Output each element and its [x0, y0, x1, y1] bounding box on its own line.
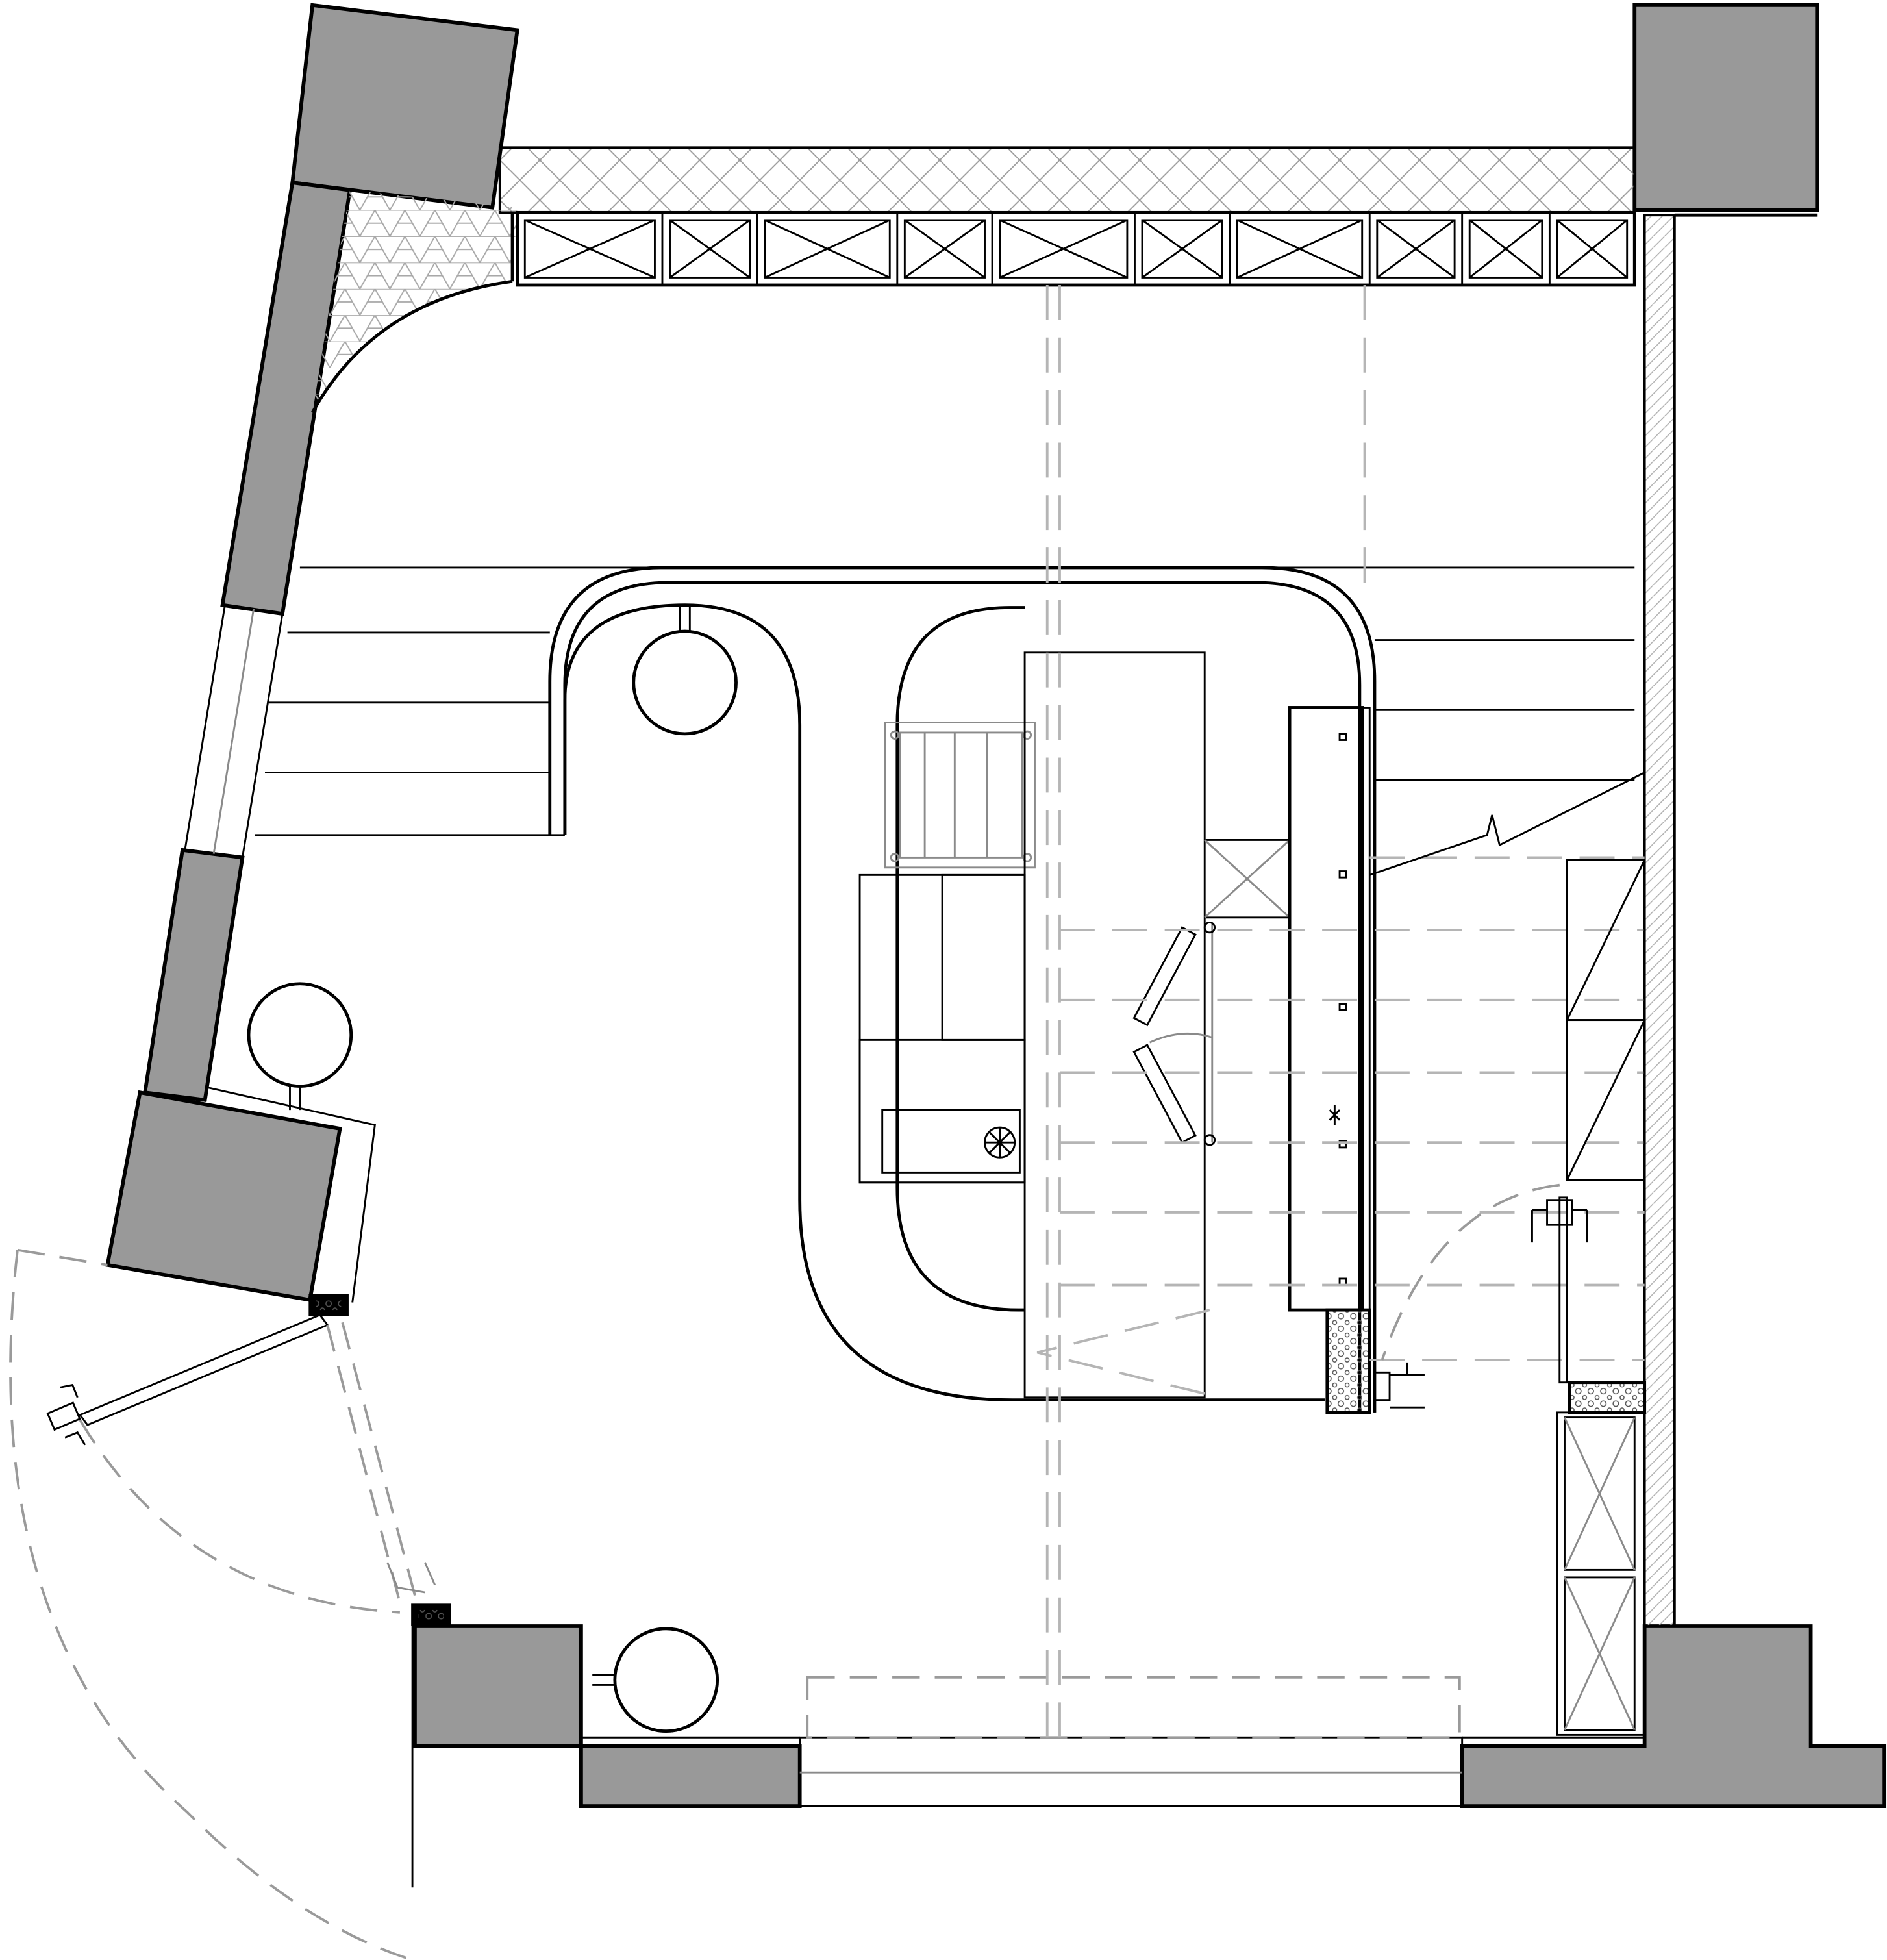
column-bottom-right: [1460, 1624, 1887, 1808]
round-table-bottom: [613, 1627, 719, 1733]
entrance-doors: [9, 1248, 451, 1960]
round-table-left: [247, 982, 353, 1088]
cabinet-cell: [523, 219, 656, 279]
cabinet-cell-cross: [524, 219, 656, 279]
round-table-top: [632, 629, 738, 736]
walls: [184, 146, 1818, 1888]
cabinet-cell-cross: [999, 219, 1128, 279]
cabinet-cell-cross: [1236, 219, 1363, 279]
shelf-bracket: [1338, 733, 1347, 741]
structural-columns: [105, 3, 1887, 1808]
cabinet-cell-cross: [764, 219, 890, 279]
curved-wall-corner: [311, 279, 513, 414]
cabinet-cell-cross: [1556, 219, 1628, 279]
shelf-bracket: [1338, 870, 1347, 879]
column-bottom-left: [413, 1624, 583, 1748]
column-top-right: [1632, 3, 1819, 212]
cabinet-cell: [764, 219, 891, 279]
curved-counter: [548, 566, 1377, 1413]
kitchen-equipment: [858, 651, 1291, 1399]
column-left-lower: [105, 1090, 342, 1303]
pillar-infill: [1325, 1308, 1371, 1414]
curved-corner-infill: [312, 190, 518, 413]
cabinet-cell-cross: [1469, 219, 1543, 279]
cabinet-cell: [669, 219, 751, 279]
right-pillar-infill: [1568, 1381, 1647, 1414]
right-wall-cavity: [1643, 214, 1676, 1627]
top-wall-hatched: [498, 146, 1636, 214]
cabinet-cell: [1236, 219, 1364, 279]
right-storage: [1369, 772, 1647, 1736]
cabinet-cell-cross: [1142, 219, 1223, 279]
cabinet-cell: [1141, 219, 1223, 279]
cabinet-cell-cross: [904, 219, 986, 279]
wall-bottom-left: [579, 1744, 802, 1808]
cabinet-cell: [1556, 219, 1629, 279]
column-top-left: [290, 3, 520, 210]
door-handle-upper: [46, 1401, 81, 1431]
shelf-bracket: [1338, 1003, 1347, 1011]
cabinet-cell: [903, 219, 986, 279]
column-left-mid: [142, 848, 245, 1102]
cabinet-cell: [1468, 219, 1543, 279]
overhead-lines: [1036, 284, 1645, 1738]
door-handle-right: [1546, 1199, 1573, 1226]
cabinet-cell: [999, 219, 1129, 279]
round-tables: [247, 629, 738, 1733]
cabinet-cell-cross: [669, 219, 751, 279]
cabinet-cell: [1376, 219, 1456, 279]
window-bay-dashed: [806, 1676, 1461, 1739]
rails: [255, 566, 1635, 836]
door-leaf-upper: [78, 1314, 329, 1426]
column-left-upper: [220, 180, 353, 616]
top-cabinets: [516, 210, 1636, 287]
bar-shelf: [1288, 706, 1425, 1414]
cabinet-cell-cross: [1376, 219, 1455, 279]
